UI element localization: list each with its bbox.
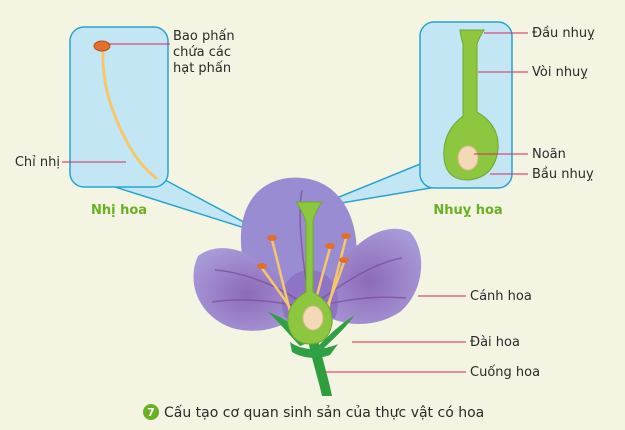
petal-veins <box>211 189 407 307</box>
stalk-label: Cuống hoa <box>470 365 540 380</box>
flower-anthers <box>257 233 351 269</box>
pistil-detail <box>443 29 499 181</box>
stamen-panel-title: Nhị hoa <box>91 203 147 218</box>
stamen-panel <box>69 26 169 188</box>
filament-label: Chỉ nhị <box>15 155 60 170</box>
ovary-label: Bầu nhuỵ <box>532 167 594 182</box>
flower-ovule <box>302 305 324 331</box>
figure-number: 7 <box>147 406 155 419</box>
ovule-label: Noãn <box>532 147 566 162</box>
anther-label-line3: hạt phấn <box>173 61 231 76</box>
sepal-label: Đài hoa <box>470 335 520 350</box>
petal-label: Cánh hoa <box>470 289 532 304</box>
anther-detail <box>93 40 111 52</box>
ovule-detail <box>457 145 479 171</box>
pistil-panel-title: Nhuỵ hoa <box>433 203 502 218</box>
anther-label-line1: Bao phấn <box>173 29 235 44</box>
back-petal <box>240 177 357 292</box>
flower-pistil <box>287 201 333 345</box>
left-petal <box>193 248 300 331</box>
style-label: Vòi nhuỵ <box>532 65 588 80</box>
filament-detail <box>101 50 158 180</box>
figure-number-badge <box>143 404 159 420</box>
figure-caption: Cấu tạo cơ quan sinh sản của thực vật có… <box>164 405 484 421</box>
stigma-label: Đầu nhuỵ <box>532 26 595 41</box>
anther-label-line2: chứa các <box>173 45 231 60</box>
right-petal <box>318 228 422 325</box>
